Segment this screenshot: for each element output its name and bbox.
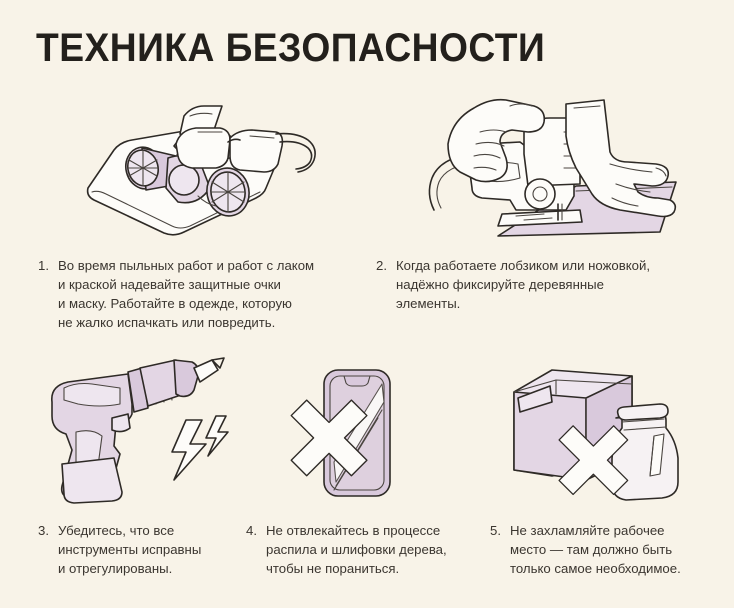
list-item-text: Не захламляйте рабочее место — там должн… (510, 523, 681, 576)
list-item-number: 4. (246, 523, 257, 538)
page-title: ТЕХНИКА БЕЗОПАСНОСТИ (36, 26, 546, 70)
list-item-text: Когда работаете лобзиком или ножовкой, н… (396, 258, 651, 311)
list-item: 5. Не захламляйте рабочее место — там до… (490, 521, 730, 578)
list-item: 4. Не отвлекайтесь в процессе распила и … (246, 521, 476, 578)
list-item-number: 1. (38, 258, 49, 273)
list-item-text: Во время пыльных работ и работ с лаком и… (58, 258, 315, 330)
list-item: 3. Убедитесь, что все инструменты исправ… (38, 521, 238, 578)
illustration-phone-crossed-out (278, 358, 448, 503)
list-item-number: 3. (38, 523, 49, 538)
list-item-text: Не отвлекайтесь в процессе распила и шли… (266, 523, 447, 576)
list-item-number: 2. (376, 258, 387, 273)
illustration-goggles-and-mask (80, 92, 342, 242)
illustration-box-and-jar-crossed-out (508, 358, 704, 503)
list-item: 1. Во время пыльных работ и работ с лако… (38, 256, 368, 332)
illustration-cordless-drill (36, 357, 232, 504)
list-item: 2. Когда работаете лобзиком или ножовкой… (376, 256, 696, 313)
illustration-jigsaw-on-board (424, 92, 692, 242)
list-item-text: Убедитесь, что все инструменты исправны … (58, 523, 202, 576)
list-item-number: 5. (490, 523, 501, 538)
